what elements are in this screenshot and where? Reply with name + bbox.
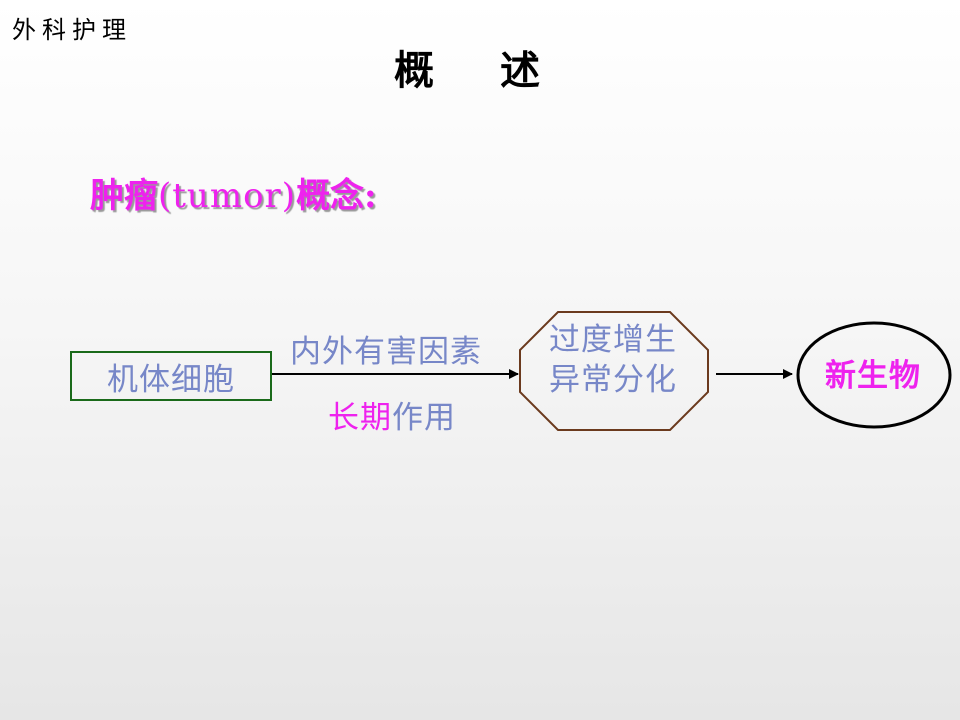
concept-term: 肿瘤 xyxy=(90,176,158,216)
page-title: 概 述 xyxy=(394,48,566,94)
source-box: 机体细胞 xyxy=(70,351,272,401)
concept-latin: (tumor) xyxy=(158,176,297,216)
duration-label: 长期作用 xyxy=(328,392,456,437)
result-label: 新生物 xyxy=(825,358,921,394)
process-line-1: 过度增生 xyxy=(549,322,677,358)
process-line-2: 异常分化 xyxy=(549,362,677,398)
source-label: 机体细胞 xyxy=(107,361,235,398)
result-ellipse xyxy=(796,321,952,429)
concept-suffix: 概念: xyxy=(296,176,377,216)
concept-heading: 肿瘤(tumor)概念: xyxy=(90,168,377,217)
course-label: 外科护理 xyxy=(12,16,132,44)
process-octagon xyxy=(519,311,709,431)
duration-highlight: 长期 xyxy=(328,400,392,436)
duration-rest: 作用 xyxy=(392,400,456,436)
factors-label: 内外有害因素 xyxy=(290,334,482,370)
process-label: 过度增生 异常分化 xyxy=(524,320,702,400)
